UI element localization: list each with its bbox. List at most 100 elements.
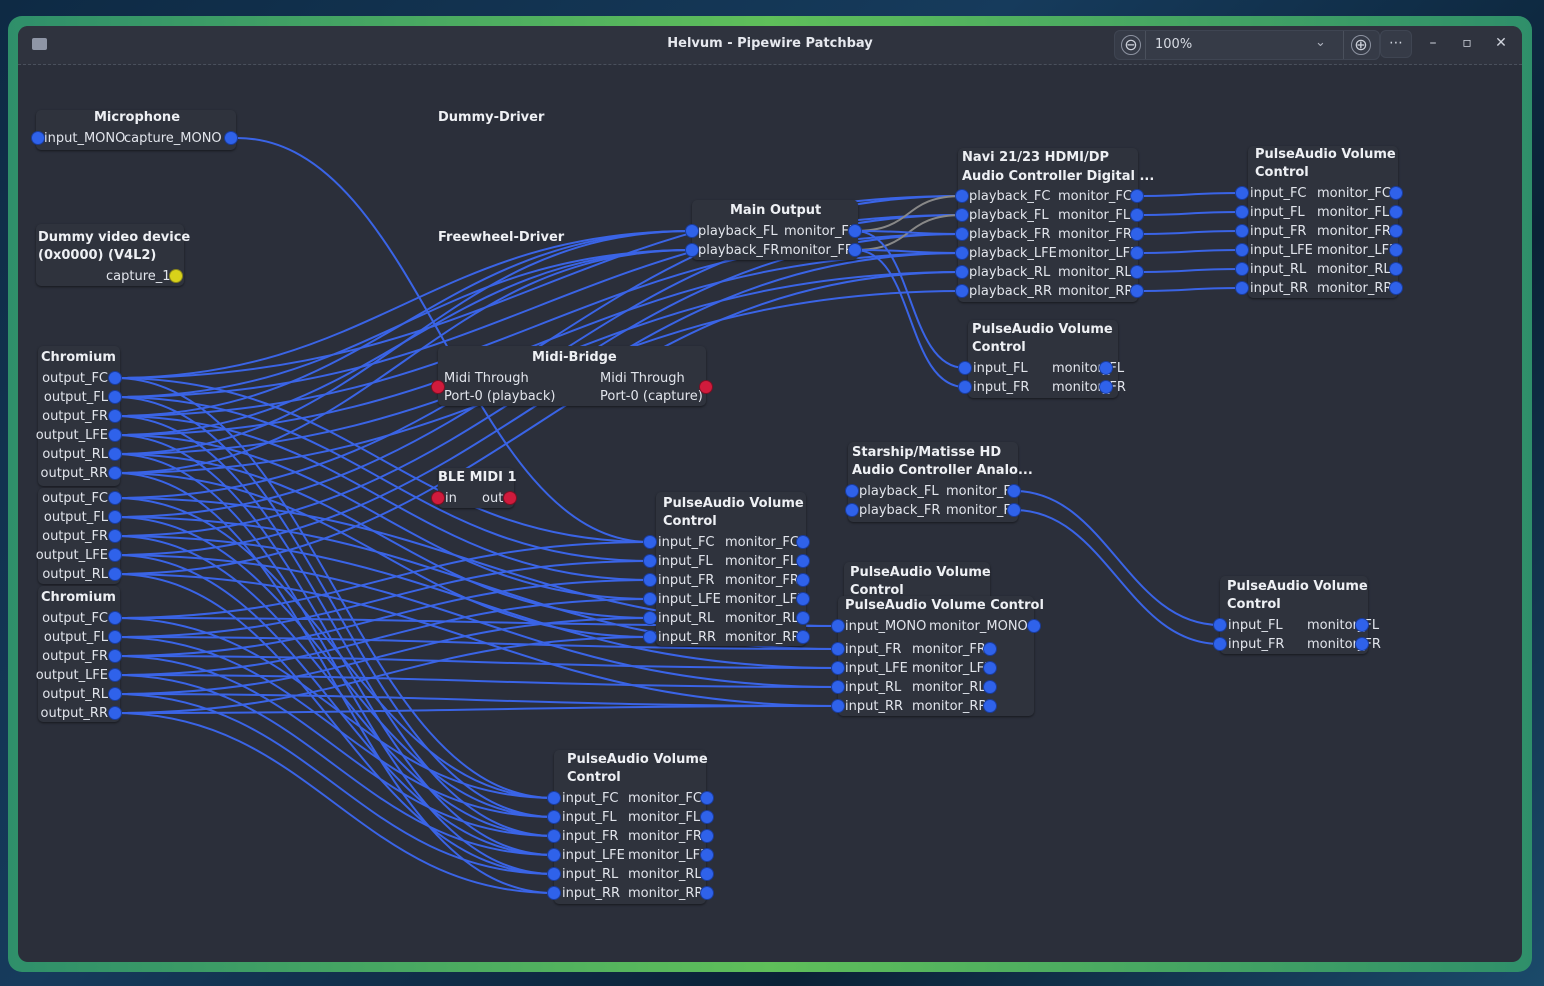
output-port[interactable] (849, 225, 861, 237)
output-port[interactable] (1390, 187, 1402, 199)
titlebar[interactable]: Helvum - Pipewire Patchbay ⊖ 100% ⌄ ⊕ ⋯ … (18, 26, 1522, 65)
input-port[interactable] (1236, 263, 1248, 275)
chevron-down-icon[interactable]: ⌄ (1315, 35, 1326, 50)
input-port[interactable] (644, 593, 656, 605)
input-port[interactable] (644, 574, 656, 586)
output-port[interactable] (1131, 247, 1143, 259)
input-port[interactable] (686, 225, 698, 237)
input-port[interactable] (832, 620, 844, 632)
output-port[interactable] (797, 593, 809, 605)
output-port[interactable] (109, 688, 121, 700)
node-dummy-video[interactable] (36, 224, 184, 286)
output-port[interactable] (701, 792, 713, 804)
input-port[interactable] (956, 228, 968, 240)
midi-output-port[interactable] (504, 492, 516, 504)
node-pavc-stereo-2[interactable] (1220, 576, 1368, 654)
input-port[interactable] (644, 536, 656, 548)
node-pavc-bottom[interactable] (554, 750, 706, 904)
input-port[interactable] (1236, 244, 1248, 256)
node-pavc-top[interactable] (1248, 146, 1398, 298)
midi-input-port[interactable] (432, 492, 444, 504)
node-ble-midi[interactable] (438, 468, 514, 508)
output-port[interactable] (109, 549, 121, 561)
input-port[interactable] (32, 132, 44, 144)
node-pavc-stereo-1[interactable] (968, 320, 1118, 398)
input-port[interactable] (832, 681, 844, 693)
output-port[interactable] (797, 574, 809, 586)
input-port[interactable] (548, 868, 560, 880)
output-port[interactable] (701, 830, 713, 842)
output-port[interactable] (109, 650, 121, 662)
input-port[interactable] (548, 792, 560, 804)
output-port[interactable] (701, 811, 713, 823)
maximize-button[interactable]: ▫ (1462, 35, 1472, 51)
output-port[interactable] (797, 612, 809, 624)
output-port[interactable] (109, 631, 121, 643)
output-port[interactable] (109, 612, 121, 624)
node-dummy-driver[interactable]: Dummy-Driver (438, 110, 545, 125)
input-port[interactable] (686, 244, 698, 256)
input-port[interactable] (956, 285, 968, 297)
output-port[interactable] (109, 707, 121, 719)
output-port[interactable] (1008, 504, 1020, 516)
output-port[interactable] (1390, 244, 1402, 256)
input-port[interactable] (548, 887, 560, 899)
output-port[interactable] (109, 410, 121, 422)
output-port[interactable] (984, 662, 996, 674)
input-port[interactable] (956, 209, 968, 221)
input-port[interactable] (959, 381, 971, 393)
input-port[interactable] (1236, 206, 1248, 218)
output-port[interactable] (984, 681, 996, 693)
input-port[interactable] (1214, 619, 1226, 631)
output-port[interactable] (109, 669, 121, 681)
output-port[interactable] (1028, 620, 1040, 632)
output-port[interactable] (849, 244, 861, 256)
input-port[interactable] (956, 266, 968, 278)
video-output-port[interactable] (170, 270, 182, 282)
input-port[interactable] (548, 830, 560, 842)
output-port[interactable] (1131, 285, 1143, 297)
input-port[interactable] (956, 247, 968, 259)
output-port[interactable] (109, 429, 121, 441)
input-port[interactable] (548, 849, 560, 861)
output-port[interactable] (1131, 228, 1143, 240)
output-port[interactable] (797, 536, 809, 548)
output-port[interactable] (1100, 362, 1112, 374)
node-freewheel-driver[interactable]: Freewheel-Driver (438, 230, 565, 245)
output-port[interactable] (797, 555, 809, 567)
output-port[interactable] (109, 568, 121, 580)
output-port[interactable] (1008, 485, 1020, 497)
node-starship[interactable] (848, 442, 1018, 522)
output-port[interactable] (109, 492, 121, 504)
output-port[interactable] (1131, 209, 1143, 221)
output-port[interactable] (1356, 619, 1368, 631)
node-chromium-1[interactable] (38, 346, 120, 486)
minimize-button[interactable]: – (1429, 35, 1437, 51)
input-port[interactable] (548, 811, 560, 823)
output-port[interactable] (701, 849, 713, 861)
input-port[interactable] (1214, 638, 1226, 650)
patchbay-canvas[interactable]: Microphone input_MONO capture_MONO Dummy… (18, 64, 1522, 962)
output-port[interactable] (1390, 282, 1402, 294)
node-microphone[interactable] (36, 110, 236, 150)
input-port[interactable] (1236, 187, 1248, 199)
zoom-in-button[interactable]: ⊕ (1351, 35, 1371, 55)
input-port[interactable] (956, 190, 968, 202)
node-chromium-mid[interactable] (38, 488, 120, 584)
output-port[interactable] (1390, 263, 1402, 275)
input-port[interactable] (832, 662, 844, 674)
output-port[interactable] (109, 467, 121, 479)
menu-button[interactable]: ⋯ (1380, 30, 1412, 58)
output-port[interactable] (1390, 225, 1402, 237)
midi-input-port[interactable] (432, 381, 444, 393)
output-port[interactable] (109, 448, 121, 460)
output-port[interactable] (109, 511, 121, 523)
zoom-out-button[interactable]: ⊖ (1121, 35, 1141, 55)
output-port[interactable] (1131, 190, 1143, 202)
node-pavc-mono[interactable] (838, 596, 1034, 716)
close-button[interactable]: ✕ (1495, 35, 1507, 51)
output-port[interactable] (984, 643, 996, 655)
output-port[interactable] (1390, 206, 1402, 218)
input-port[interactable] (644, 612, 656, 624)
output-port[interactable] (225, 132, 237, 144)
